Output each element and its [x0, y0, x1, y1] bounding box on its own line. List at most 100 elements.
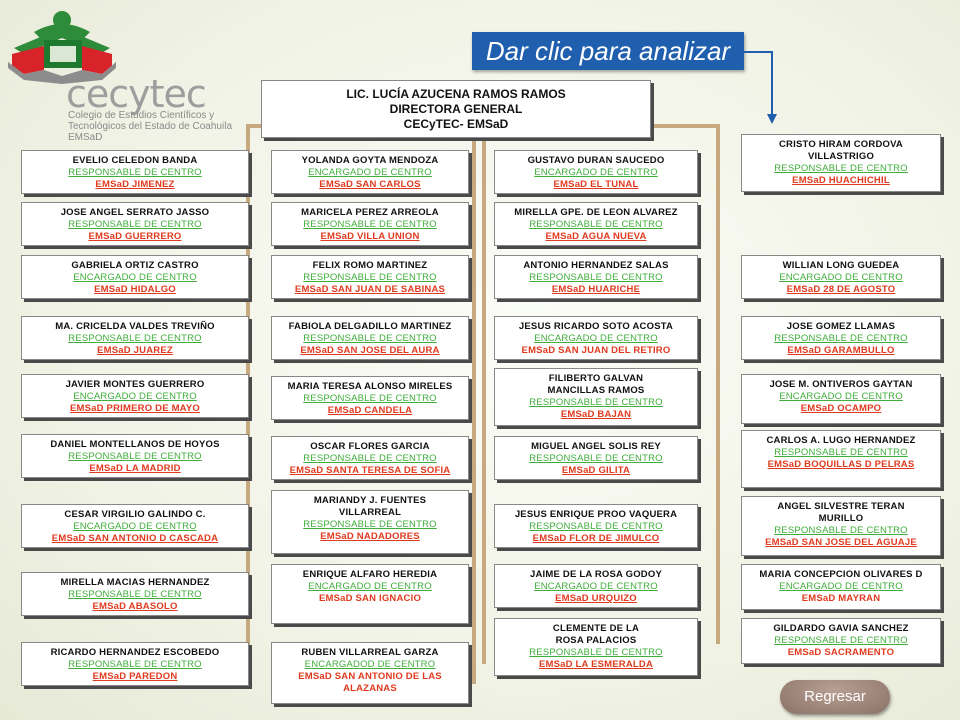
center-link[interactable]: EMSaD GARAMBULLO [787, 345, 895, 356]
center-link[interactable]: EMSaD LA ESMERALDA [538, 659, 654, 670]
role-link[interactable]: ENCARGADO DE CENTRO [73, 521, 197, 532]
person-name: MIRELLA MACIAS HERNANDEZ [60, 577, 210, 588]
center-text: EMSaD SAN IGNACIO [318, 593, 422, 604]
person-name: CARLOS A. LUGO HERNANDEZ [766, 435, 916, 446]
center-box: JAIME DE LA ROSA GODOY ENCARGADO DE CENT… [494, 564, 698, 608]
role-link[interactable]: ENCARGADO DE CENTRO [534, 581, 658, 592]
center-link[interactable]: EMSaD SAN CARLOS [319, 179, 421, 190]
person-name: MIRELLA GPE. DE LEON ALVAREZ [514, 207, 678, 218]
role-link[interactable]: RESPONSABLE DE CENTRO [303, 333, 437, 344]
center-text: EMSaD SACRAMENTO [787, 647, 895, 658]
role-link[interactable]: ENCARGADOD DE CENTRO [304, 659, 436, 670]
person-name: RICARDO HERNANDEZ ESCOBEDO [50, 647, 220, 658]
person-name: JAVIER MONTES GUERRERO [65, 379, 205, 390]
center-link[interactable]: EMSaD SAN JOSE DEL AURA [300, 345, 440, 356]
back-button[interactable]: Regresar [780, 680, 890, 714]
center-link[interactable]: EMSaD VILLA UNION [320, 231, 420, 242]
person-name: JOSE GOMEZ LLAMAS [786, 321, 896, 332]
center-link[interactable]: EMSaD HIDALGO [94, 284, 176, 295]
person-name: FABIOLA DELGADILLO MARTINEZ [288, 321, 452, 332]
role-link[interactable]: RESPONSABLE DE CENTRO [68, 659, 202, 670]
role-link[interactable]: ENCARGADO DE CENTRO [534, 167, 658, 178]
center-link[interactable]: EMSaD FLOR DE JIMULCO [532, 533, 660, 544]
person-name: JESUS ENRIQUE PROO VAQUERA [514, 509, 678, 520]
center-link[interactable]: EMSaD BOQUILLAS D PELRAS [767, 459, 915, 470]
center-link[interactable]: EMSaD JUAREZ [97, 345, 173, 356]
role-link[interactable]: RESPONSABLE DE CENTRO [529, 647, 663, 658]
center-link[interactable]: EMSaD PRIMERO DE MAYO [69, 403, 200, 414]
role-link[interactable]: RESPONSABLE DE CENTRO [774, 525, 908, 536]
center-text: EMSaD MAYRAN [801, 593, 881, 604]
role-link[interactable]: ENCARGADO DE CENTRO [308, 581, 432, 592]
center-link[interactable]: EMSaD GILITA [561, 465, 631, 476]
person-name: GILDARDO GAVIA SANCHEZ [773, 623, 909, 634]
center-link[interactable]: EMSaD OCAMPO [800, 403, 882, 414]
role-link[interactable]: RESPONSABLE DE CENTRO [68, 333, 202, 344]
center-box: MA. CRICELDA VALDES TREVIÑO RESPONSABLE … [21, 316, 249, 360]
center-link[interactable]: EMSaD SAN JOSE DEL AGUAJE [765, 537, 917, 548]
role-link[interactable]: RESPONSABLE DE CENTRO [68, 451, 202, 462]
center-link[interactable]: EMSaD ABASOLO [92, 601, 178, 612]
role-link[interactable]: RESPONSABLE DE CENTRO [68, 589, 202, 600]
role-link[interactable]: ENCARGADO DE CENTRO [73, 391, 197, 402]
center-link[interactable]: EMSaD NADADORES [320, 531, 420, 542]
center-box: OSCAR FLORES GARCIA RESPONSABLE DE CENTR… [271, 436, 469, 480]
center-box: JOSE M. ONTIVEROS GAYTAN ENCARGADO DE CE… [741, 374, 941, 424]
person-name: JOSE M. ONTIVEROS GAYTAN [769, 379, 913, 390]
center-link[interactable]: EMSaD 28 DE AGOSTO [786, 284, 896, 295]
role-link[interactable]: RESPONSABLE DE CENTRO [68, 219, 202, 230]
center-link[interactable]: EMSaD SANTA TERESA DE SOFIA [289, 465, 451, 476]
center-box: CARLOS A. LUGO HERNANDEZ RESPONSABLE DE … [741, 430, 941, 488]
center-link[interactable]: EMSaD GUERRERO [88, 231, 182, 242]
role-link[interactable]: ENCARGADO DE CENTRO [779, 272, 903, 283]
role-link[interactable]: RESPONSABLE DE CENTRO [303, 453, 437, 464]
role-link[interactable]: RESPONSABLE DE CENTRO [68, 167, 202, 178]
person-name: JAIME DE LA ROSA GODOY [530, 569, 662, 580]
role-link[interactable]: ENCARGADO DE CENTRO [534, 333, 658, 344]
analyze-cta-button[interactable]: Dar clic para analizar [472, 32, 744, 70]
role-link[interactable]: ENCARGADO DE CENTRO [73, 272, 197, 283]
center-link[interactable]: EMSaD EL TUNAL [553, 179, 639, 190]
role-link[interactable]: RESPONSABLE DE CENTRO [529, 272, 663, 283]
center-box: CESAR VIRGILIO GALINDO C. ENCARGADO DE C… [21, 504, 249, 548]
role-link[interactable]: RESPONSABLE DE CENTRO [529, 219, 663, 230]
person-name: ANGEL SILVESTRE TERAN MURILLO [777, 501, 905, 524]
center-box: ENRIQUE ALFARO HEREDIA ENCARGADO DE CENT… [271, 564, 469, 624]
role-link[interactable]: ENCARGADO DE CENTRO [779, 581, 903, 592]
person-name: GABRIELA ORTIZ CASTRO [71, 260, 199, 271]
role-link[interactable]: RESPONSABLE DE CENTRO [303, 519, 437, 530]
role-link[interactable]: ENCARGADO DE CENTRO [308, 167, 432, 178]
center-link[interactable]: EMSaD BAJAN [560, 409, 632, 420]
center-link[interactable]: EMSaD PAREDON [92, 671, 178, 682]
person-name: MA. CRICELDA VALDES TREVIÑO [55, 321, 215, 332]
center-link[interactable]: EMSaD SAN JUAN DE SABINAS [294, 284, 446, 295]
role-link[interactable]: RESPONSABLE DE CENTRO [529, 397, 663, 408]
center-link[interactable]: EMSaD CANDELA [327, 405, 413, 416]
connector-col2 [472, 124, 476, 684]
role-link[interactable]: RESPONSABLE DE CENTRO [529, 453, 663, 464]
center-link[interactable]: EMSaD JIMENEZ [95, 179, 175, 190]
center-link[interactable]: EMSaD HUACHICHIL [792, 175, 890, 186]
role-link[interactable]: RESPONSABLE DE CENTRO [774, 163, 908, 174]
center-box: JOSE ANGEL SERRATO JASSO RESPONSABLE DE … [21, 202, 249, 246]
role-link[interactable]: RESPONSABLE DE CENTRO [774, 635, 908, 646]
role-link[interactable]: RESPONSABLE DE CENTRO [774, 333, 908, 344]
role-link[interactable]: RESPONSABLE DE CENTRO [774, 447, 908, 458]
center-link[interactable]: EMSaD HUARICHE [551, 284, 641, 295]
role-link[interactable]: RESPONSABLE DE CENTRO [303, 393, 437, 404]
role-link[interactable]: ENCARGADO DE CENTRO [779, 391, 903, 402]
center-link[interactable]: EMSaD LA MADRID [89, 463, 181, 474]
center-box: MIGUEL ANGEL SOLIS REY RESPONSABLE DE CE… [494, 436, 698, 480]
person-name: OSCAR FLORES GARCIA [310, 441, 430, 452]
role-link[interactable]: RESPONSABLE DE CENTRO [529, 521, 663, 532]
center-box: RUBEN VILLARREAL GARZA ENCARGADOD DE CEN… [271, 642, 469, 704]
center-text: EMSaD SAN JUAN DEL RETIRO [521, 345, 671, 356]
role-link[interactable]: RESPONSABLE DE CENTRO [303, 219, 437, 230]
center-link[interactable]: EMSaD URQUIZO [555, 593, 637, 604]
center-link[interactable]: EMSaD SAN ANTONIO D CASCADA [51, 533, 219, 544]
center-box: JESUS ENRIQUE PROO VAQUERA RESPONSABLE D… [494, 504, 698, 548]
role-link[interactable]: RESPONSABLE DE CENTRO [303, 272, 437, 283]
cecytec-wordmark: cecytec [66, 72, 207, 116]
center-link[interactable]: EMSaD AGUA NUEVA [545, 231, 647, 242]
